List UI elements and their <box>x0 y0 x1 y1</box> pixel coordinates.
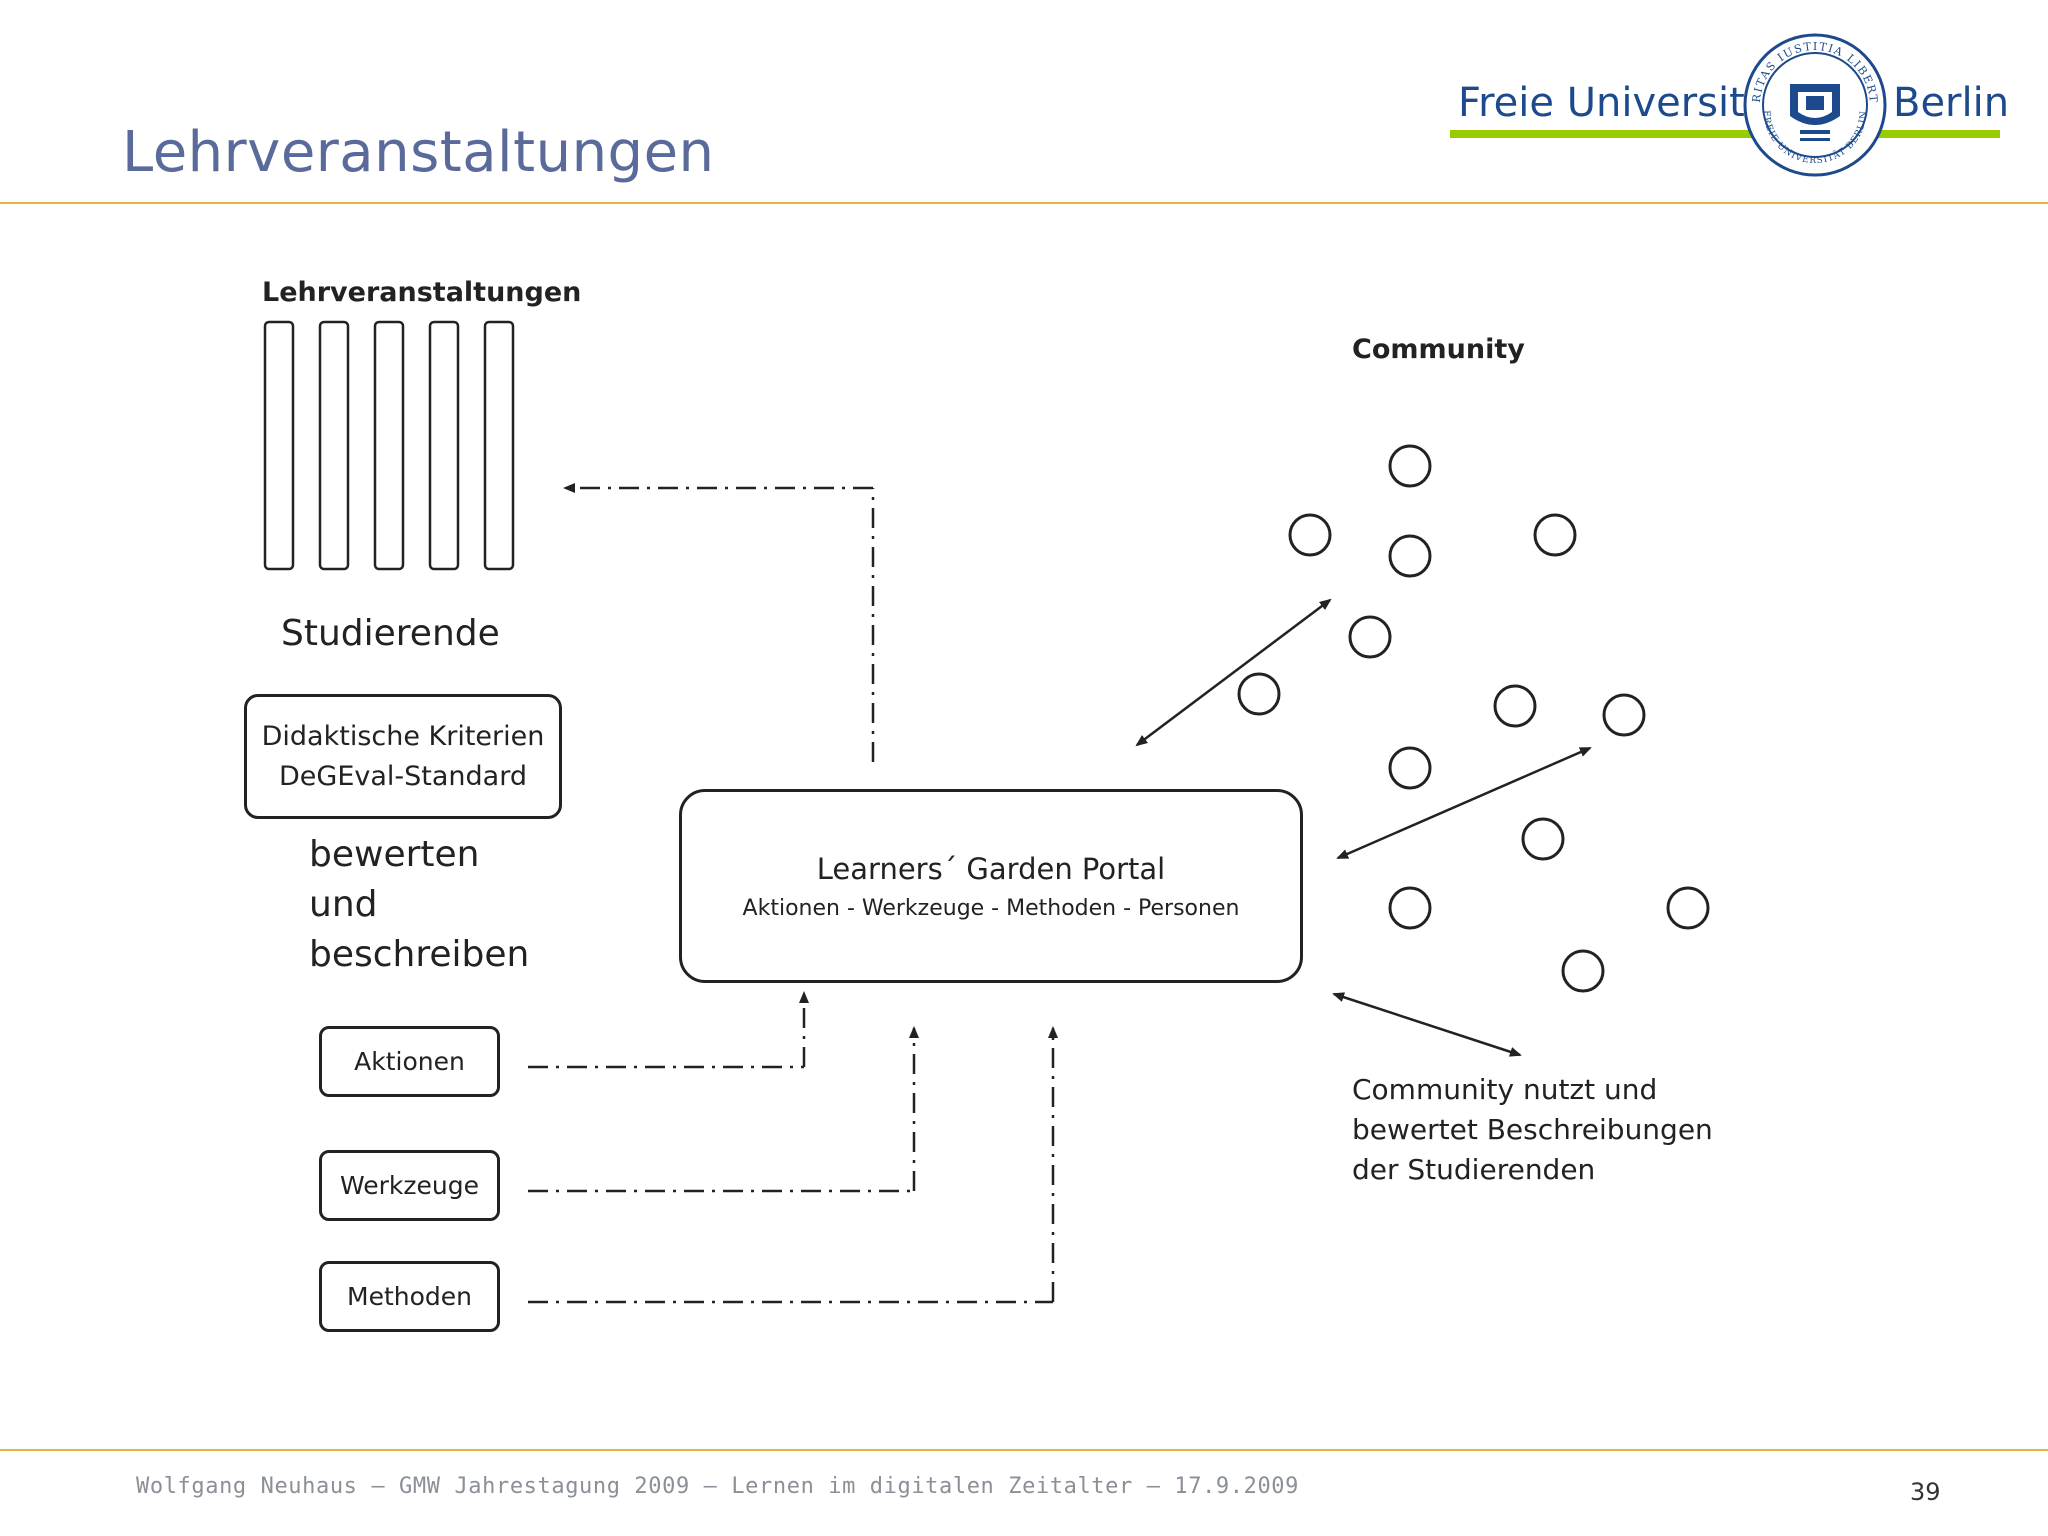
course-bar <box>373 320 405 571</box>
course-bars <box>263 320 515 571</box>
criteria-line-2: DeGEval-Standard <box>279 760 527 792</box>
courses-label: Lehrveranstaltungen <box>262 277 582 308</box>
course-bar <box>263 320 295 571</box>
evaluate-line-3: beschreiben <box>309 934 530 975</box>
methods-box: Methoden <box>319 1261 500 1332</box>
actions-box: Aktionen <box>319 1026 500 1097</box>
community-members <box>1237 444 1710 993</box>
tools-box: Werkzeuge <box>319 1150 500 1221</box>
community-arrow <box>1135 598 1332 747</box>
students-label: Studierende <box>281 613 500 654</box>
criteria-line-1: Didaktische Kriterien <box>261 720 545 752</box>
community-member-node <box>1388 886 1432 930</box>
community-note-line-2: bewertet Beschreibungen <box>1352 1113 1713 1146</box>
community-arrow <box>1332 992 1522 1057</box>
evaluate-line-1: bewerten <box>309 834 480 875</box>
header-rule <box>0 202 2048 204</box>
community-member-node <box>1348 615 1392 659</box>
portal-box: Learners´ Garden Portal Aktionen - Werkz… <box>679 789 1303 983</box>
criteria-box: Didaktische Kriterien DeGEval-Standard <box>244 694 562 819</box>
course-bar <box>428 320 460 571</box>
community-member-node <box>1288 513 1332 557</box>
portal-title: Learners´ Garden Portal <box>816 851 1166 886</box>
portal-subtitle: Aktionen - Werkzeuge - Methoden - Person… <box>742 895 1240 921</box>
community-note-line-3: der Studierenden <box>1352 1153 1596 1186</box>
university-logo: Freie Universität Berlin VERITAS IUSTITI… <box>1450 30 2009 190</box>
footer-rule <box>0 1449 2048 1451</box>
community-note-line-1: Community nutzt und <box>1352 1073 1658 1106</box>
evaluate-describe-text: bewerten und beschreiben <box>309 830 529 980</box>
community-label: Community <box>1352 334 1525 365</box>
community-member-node <box>1561 949 1605 993</box>
logo-green-bar <box>1450 130 2000 138</box>
community-member-node <box>1388 746 1432 790</box>
source-connectors <box>528 991 1058 1304</box>
community-member-node <box>1666 886 1710 930</box>
logo-text-left: Freie Universität <box>1458 80 1786 126</box>
community-member-node <box>1602 693 1646 737</box>
footer-text: Wolfgang Neuhaus – GMW Jahrestagung 2009… <box>136 1474 1299 1499</box>
community-member-node <box>1388 444 1432 488</box>
community-member-node <box>1388 534 1432 578</box>
course-connector <box>563 483 875 762</box>
logo-text-right: Berlin <box>1893 80 2010 126</box>
community-member-node <box>1493 684 1537 728</box>
community-arrows <box>1135 598 1592 1057</box>
community-member-node <box>1521 817 1565 861</box>
community-member-node <box>1237 672 1281 716</box>
university-seal-icon: VERITAS IUSTITIA LIBERTAS FREIE UNIVERSI… <box>1742 32 1887 177</box>
page-number: 39 <box>1910 1478 1941 1506</box>
slide-title: Lehrveranstaltungen <box>122 120 715 185</box>
community-member-node <box>1533 513 1577 557</box>
community-note: Community nutzt und bewertet Beschreibun… <box>1352 1070 1713 1190</box>
course-bar <box>483 320 515 571</box>
course-bar <box>318 320 350 571</box>
community-arrow <box>1336 746 1592 860</box>
evaluate-line-2: und <box>309 884 378 925</box>
